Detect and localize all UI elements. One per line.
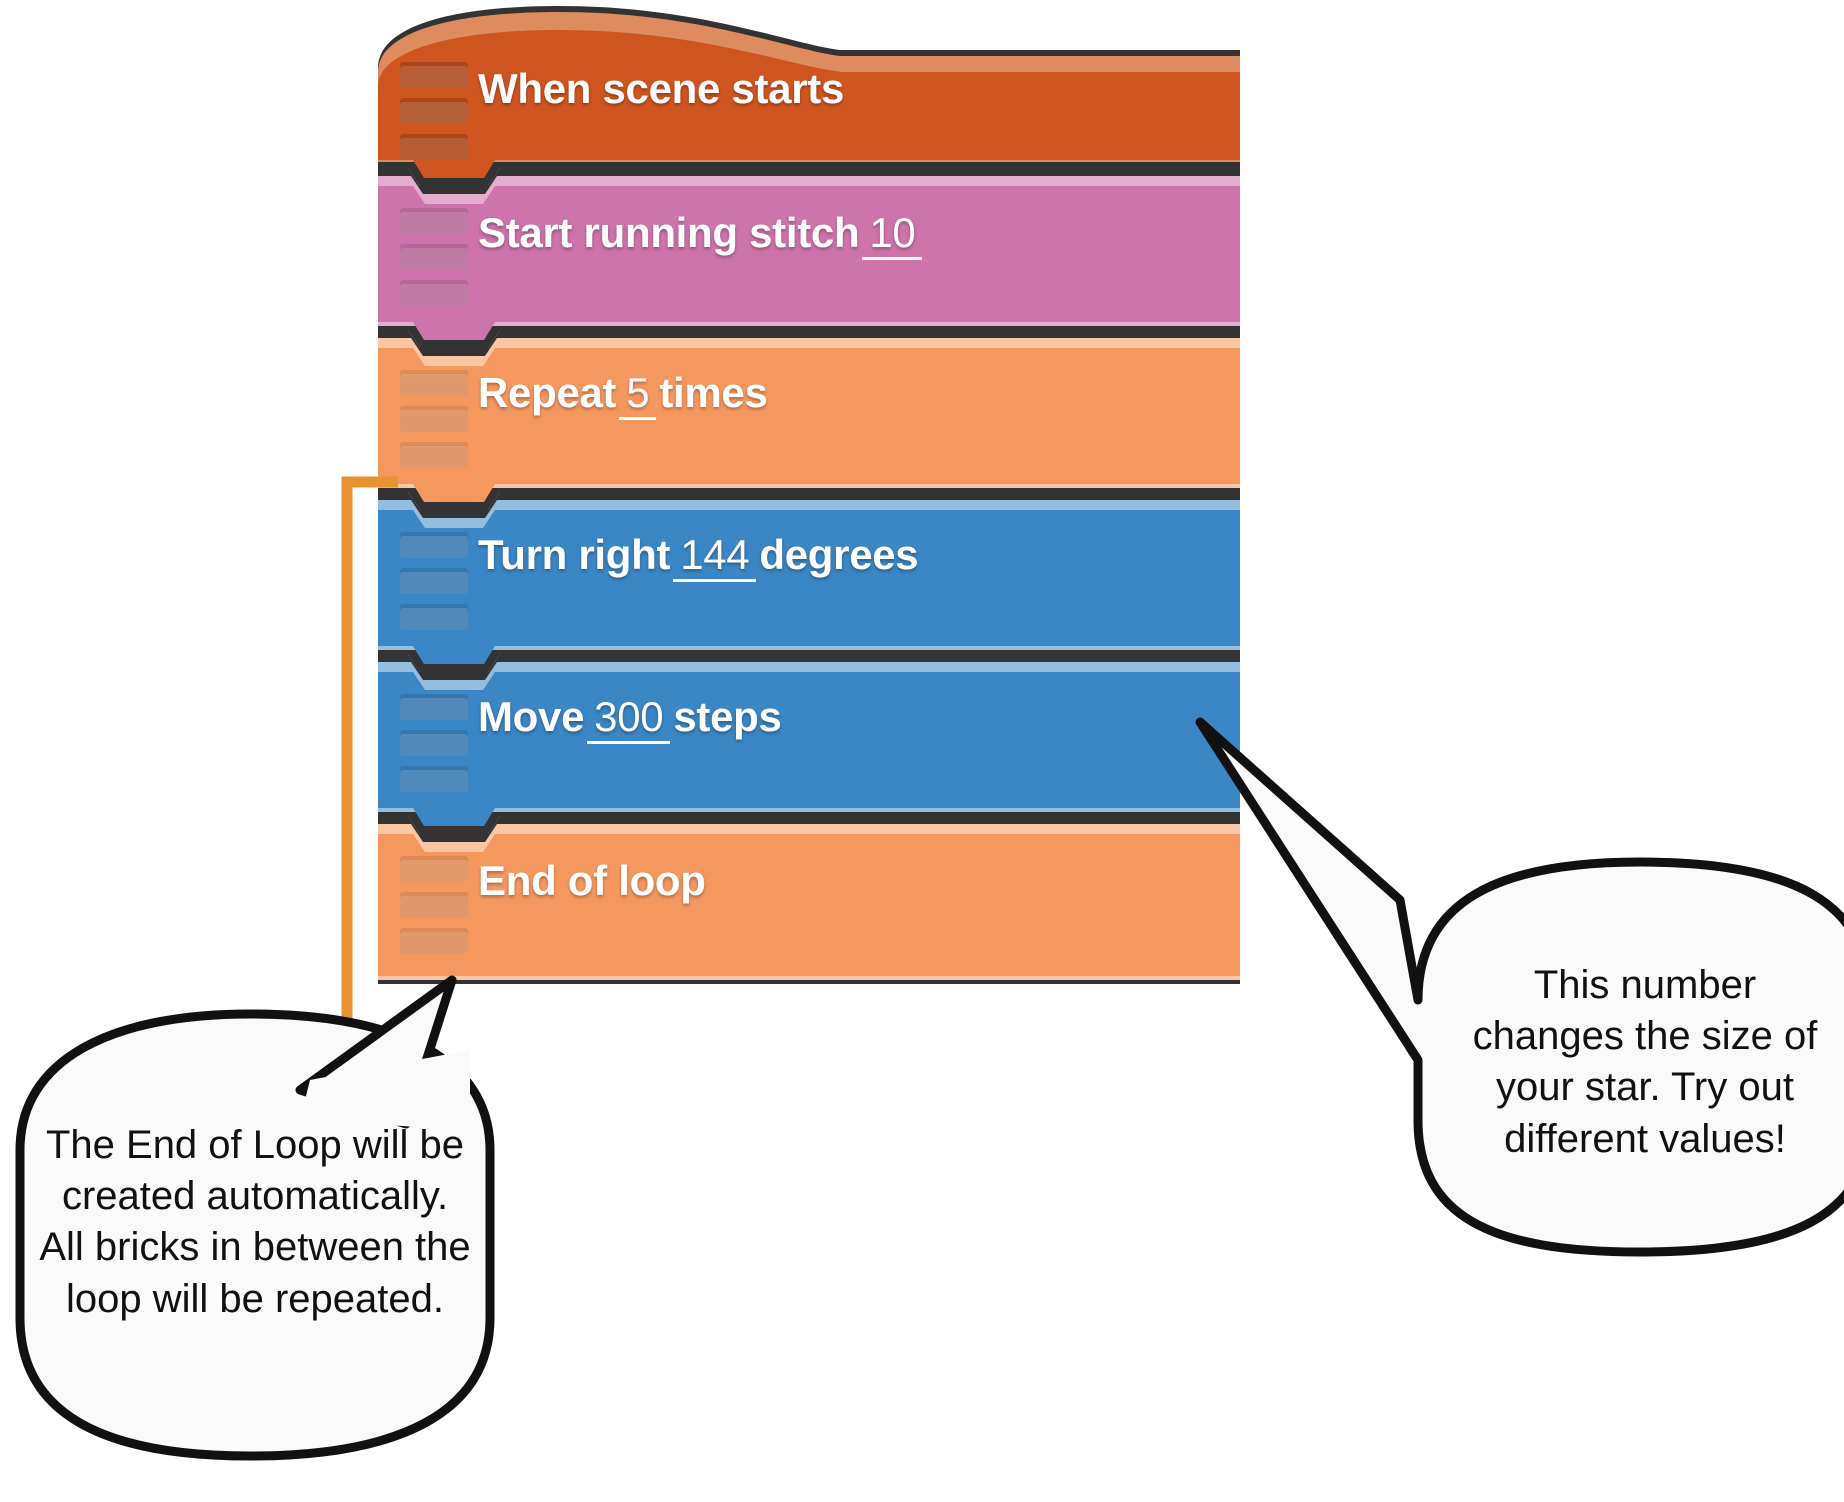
turn-right-degrees-grip-icon [400,532,468,630]
repeat-times-text-after: times [659,369,768,416]
callout-move-steps-line-3: your star. Try out [1496,1065,1794,1110]
stitch-length-field[interactable]: 10 [862,212,923,260]
brick-move-steps[interactable] [378,654,1240,834]
callout-move-steps-line-4: different values! [1504,1116,1786,1161]
when-scene-starts-text: When scene starts [478,65,845,112]
brick-when-scene-starts[interactable] [378,6,1240,186]
end-of-loop-grip-highlight [400,860,468,954]
callout-end-of-loop-line-1: The End of Loop will be [45,1123,465,1167]
turn-degrees-field[interactable]: 144 [673,534,757,582]
callout-move-steps [1195,717,1844,1257]
repeat-times-grip-icon [400,370,468,468]
callout-end-of-loop [15,975,495,1461]
move-steps-text-after: steps [673,693,782,740]
end-of-loop-label: End of loop [478,860,706,902]
start-running-stitch-text-before: Start running stitch [478,209,860,256]
end-of-loop-grip-icon [400,856,468,954]
turn-right-text-before: Turn right [478,531,671,578]
callout-move-steps-text: This number changes the size of your sta… [1430,960,1844,1165]
repeat-count-field[interactable]: 5 [619,372,657,420]
turn-right-text-after: degrees [759,531,919,578]
turn-right-degrees-body [378,510,1240,664]
move-steps-grip-highlight [400,698,468,792]
when-scene-starts-grip-icon [400,62,468,160]
move-steps-body [378,672,1240,826]
when-scene-starts-grip-highlight [400,66,468,160]
brick-start-running-stitch[interactable] [378,168,1240,348]
brick-turn-right-degrees[interactable] [378,492,1240,672]
callout-end-of-loop-tail-join [300,1050,470,1130]
start-running-stitch-body [378,186,1240,340]
callout-move-steps-line-2: changes the size of [1472,1014,1818,1059]
move-steps-field[interactable]: 300 [587,696,671,744]
start-running-stitch-grip-icon [400,208,468,306]
when-scene-starts-label: When scene starts [478,68,844,110]
end-of-loop-text: End of loop [478,857,706,904]
end-of-loop-body [378,834,1240,976]
callout-end-of-loop-balloon [15,1009,495,1461]
move-steps-text-before: Move [478,693,585,740]
callout-end-of-loop-line-4: loop will be repeated. [65,1276,445,1321]
callout-end-of-loop-line-2: created automatically. [61,1174,449,1219]
callout-end-of-loop-line-3: All bricks in between the [39,1225,471,1270]
brick-end-of-loop[interactable] [378,816,1240,984]
repeat-times-body [378,348,1240,502]
start-running-stitch-grip-highlight [400,212,468,306]
callout-move-steps-line-1: This number [1533,963,1757,1007]
brick-repeat-times[interactable] [378,330,1240,510]
turn-right-degrees-grip-highlight [400,536,468,630]
repeat-times-grip-highlight [400,374,468,468]
repeat-times-text-before: Repeat [478,369,617,416]
callout-move-steps-balloon [1195,717,1844,1257]
callout-end-of-loop-text: The End of Loop will be created automati… [30,1120,480,1325]
move-steps-grip-icon [400,694,468,792]
when-scene-starts-body [378,30,1240,178]
